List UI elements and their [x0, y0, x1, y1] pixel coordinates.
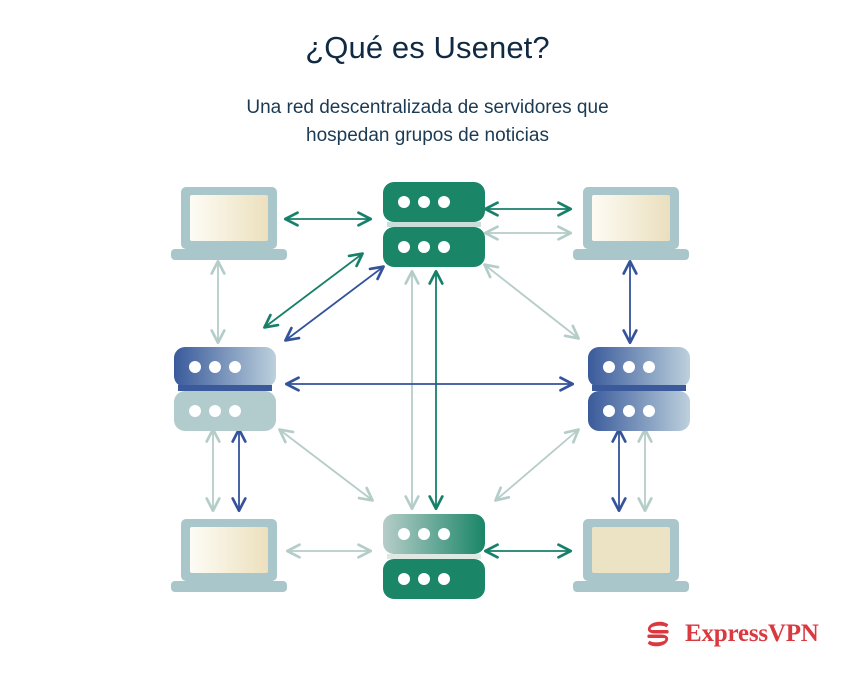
connection-middleleft-topcenter-green	[263, 252, 364, 329]
laptop-bottom-left[interactable]	[171, 519, 287, 592]
brand-logo[interactable]: ExpressVPN	[640, 612, 819, 656]
server-bottom-center[interactable]	[383, 514, 485, 599]
subtitle-line-1: Una red descentralizada de servidores qu…	[246, 97, 609, 118]
page-subtitle: Una red descentralizada de servidores qu…	[0, 94, 855, 150]
server-top-center[interactable]	[383, 182, 485, 267]
connection-middleleft-bottomcenter	[278, 428, 374, 502]
page-title: ¿Qué es Usenet?	[305, 30, 550, 65]
connection-middleleft-topcenter-blue	[284, 265, 385, 342]
laptop-top-right[interactable]	[573, 187, 689, 260]
expressvpn-logo-icon	[647, 621, 669, 647]
subtitle-line-2: hospedan grupos de noticias	[306, 125, 549, 146]
brand-name: ExpressVPN	[685, 620, 819, 647]
connection-topcenter-middleright	[483, 263, 580, 340]
server-middle-left[interactable]	[174, 347, 276, 431]
connection-bottomcenter-middleright	[494, 428, 580, 502]
laptop-top-left[interactable]	[171, 187, 287, 260]
connection-arrows-group	[205, 201, 653, 559]
laptop-bottom-right[interactable]	[573, 519, 689, 592]
server-middle-right[interactable]	[588, 347, 690, 431]
